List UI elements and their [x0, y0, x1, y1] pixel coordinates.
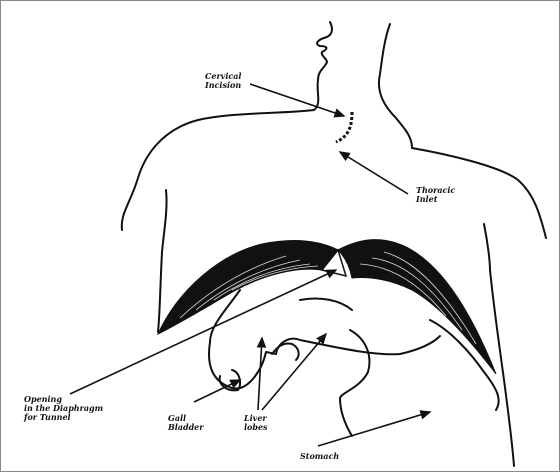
label-opening-diaphragm: Opening in the Diaphragm for Tunnel: [24, 395, 103, 422]
label-cervical-incision: Cervical Incision: [205, 72, 241, 90]
diaphragm-right-wing: [338, 240, 496, 374]
arrow-thoracic: [340, 152, 408, 194]
head-profile: [314, 22, 332, 110]
arrow-liver-lobe-1: [258, 338, 262, 410]
liver-outline: [209, 290, 440, 388]
neck-back: [379, 24, 412, 148]
cervical-incision: [336, 112, 352, 142]
left-shoulder: [122, 110, 314, 230]
arrow-stomach: [318, 412, 430, 446]
label-stomach: Stomach: [300, 452, 339, 461]
label-liver-lobes: Liver lobes: [244, 414, 268, 432]
label-thoracic-inlet: Thoracic Inlet: [416, 186, 455, 204]
right-armpit: [484, 224, 490, 270]
diaphragm-left-wing: [158, 241, 338, 334]
left-armpit: [162, 190, 167, 252]
left-body-side: [158, 252, 162, 332]
liver-lower-curve: [300, 298, 352, 310]
label-gall-bladder: Gall Bladder: [168, 414, 203, 432]
stomach-outline: [340, 330, 369, 436]
